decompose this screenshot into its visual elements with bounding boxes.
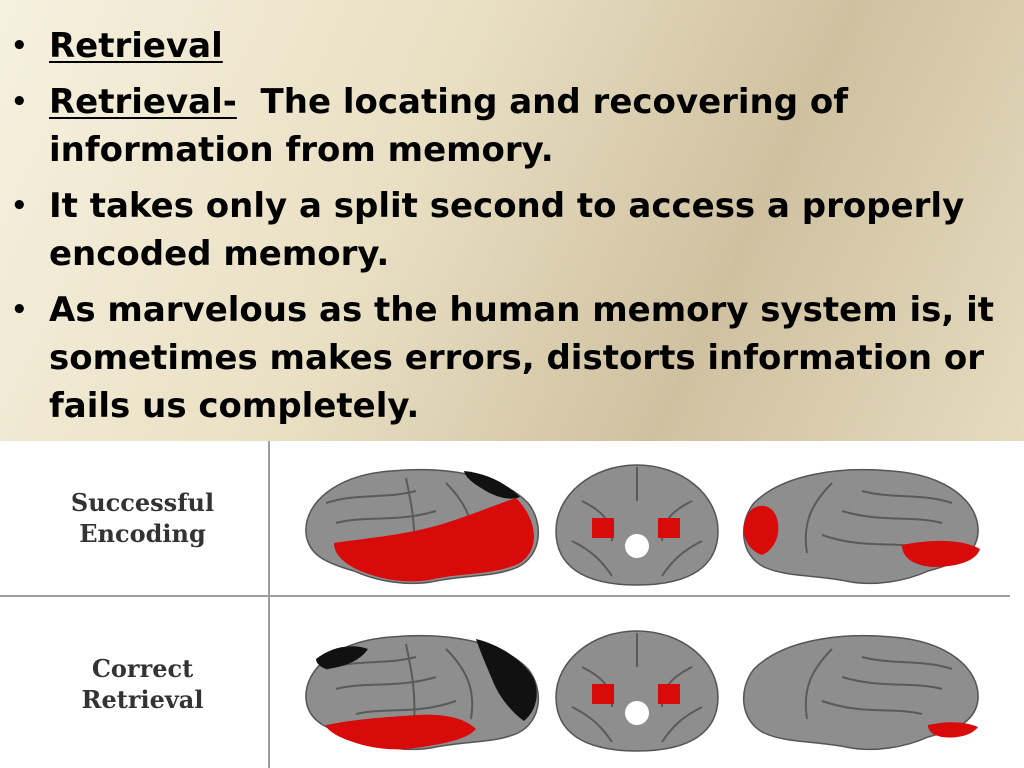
brain-activation-figure: Successful Encoding Correct Retrieval (0, 441, 1024, 768)
brain-axial-retrieval (555, 630, 719, 752)
bullet-dot: • (11, 87, 28, 117)
bullet-text: It takes only a split second to access a… (49, 186, 965, 274)
bullet-split-second: • It takes only a split second to access… (0, 182, 1024, 278)
row-label-correct-retrieval: Correct Retrieval (30, 653, 255, 715)
bullet-list: • Retrieval • Retrieval- The locating an… (0, 22, 1024, 430)
brain-lateral-left-encoding (305, 468, 540, 585)
definition-term: Retrieval- (49, 82, 237, 122)
bullet-retrieval-heading: • Retrieval (0, 22, 1024, 70)
bullet-dot: • (11, 191, 28, 221)
row-label-line: Correct (91, 654, 194, 683)
brain-axial-encoding (555, 464, 719, 586)
heading-term: Retrieval (49, 26, 223, 66)
row-label-line: Successful (70, 488, 215, 517)
figure-vertical-divider (268, 441, 270, 768)
figure-horizontal-divider (0, 595, 1010, 597)
row-label-line: Encoding (79, 519, 206, 548)
bullet-text: As marvelous as the human memory system … (49, 290, 995, 426)
definition-text: The locating and recovering of informati… (49, 82, 849, 170)
row-label-line: Retrieval (81, 685, 204, 714)
brain-lateral-left-retrieval (305, 634, 540, 751)
bullet-dot: • (11, 295, 28, 325)
bullet-retrieval-definition: • Retrieval- The locating and recovering… (0, 78, 1024, 174)
bullet-dot: • (11, 31, 28, 61)
bullet-memory-errors: • As marvelous as the human memory syste… (0, 286, 1024, 430)
brain-lateral-right-encoding (742, 468, 980, 585)
brain-lateral-right-retrieval (742, 634, 979, 751)
row-label-successful-encoding: Successful Encoding (30, 487, 255, 549)
